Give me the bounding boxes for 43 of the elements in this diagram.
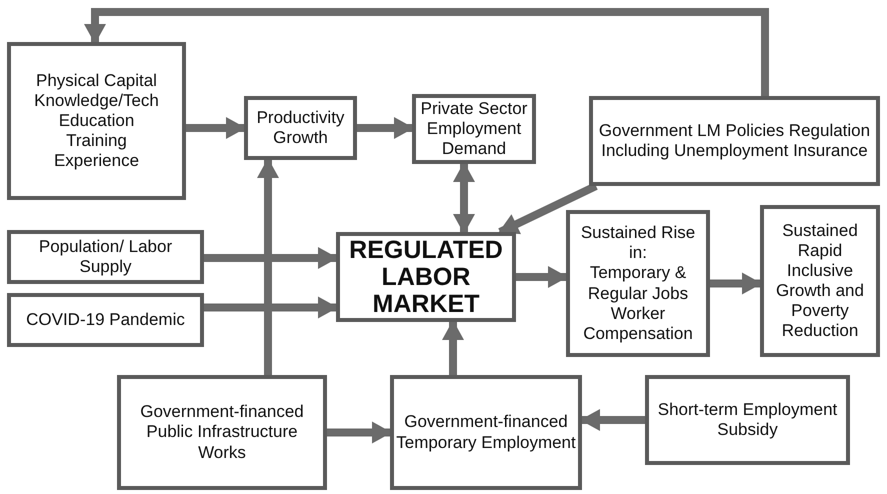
central-title: REGULATED LABOR MARKET [348, 236, 504, 318]
box-text: Temporary & Regular Jobs [586, 263, 690, 304]
concept-box [7, 42, 186, 200]
box-text: Government LM Policies Regulation Including Unemployment Insurance [598, 120, 872, 162]
box-text: COVID-19 Pandemic [26, 310, 185, 330]
box-text: Government-financed Public Infrastructure Works [139, 402, 305, 463]
box-text: Sustained Rise in: [580, 223, 696, 264]
concept-box [336, 232, 516, 322]
box-text: Worker Compensation [582, 304, 694, 344]
box-text: Sustained Rapid Inclusive Growth and Poverty Reduction [775, 220, 865, 342]
concept-box [589, 96, 880, 186]
box-text: Education [58, 110, 134, 132]
arrow [516, 266, 568, 288]
concept-box [390, 375, 582, 490]
concept-box [244, 96, 357, 160]
arrow [498, 182, 598, 236]
arrow [357, 117, 414, 139]
arrow [580, 409, 645, 431]
concept-box [7, 293, 204, 347]
concept-box [412, 94, 536, 164]
box-text: Physical Capital [36, 70, 157, 91]
concept-box [117, 375, 327, 490]
concept-box [645, 375, 850, 465]
arrow [84, 8, 769, 96]
arrow [204, 296, 338, 318]
arrow [710, 272, 762, 294]
box-text: Experience [54, 151, 140, 172]
arrow [186, 117, 246, 139]
arrow [204, 247, 338, 269]
concept-box [7, 230, 204, 284]
box-text: Population/ Labor Supply [38, 236, 174, 278]
box-text: Productivity Growth [256, 108, 346, 148]
box-text: Training [66, 131, 127, 152]
box-text: Short-term Employment Subsidy [656, 400, 838, 440]
arrow [453, 162, 475, 234]
box-text: Private Sector Employment Demand [420, 98, 528, 160]
box-text: Knowledge/Tech [34, 90, 159, 111]
arrow [257, 158, 279, 375]
box-text: Government-financed Temporary Employment [396, 412, 576, 453]
concept-box [760, 205, 880, 357]
arrow [327, 422, 392, 444]
arrow [442, 320, 464, 375]
concept-box [566, 210, 710, 357]
